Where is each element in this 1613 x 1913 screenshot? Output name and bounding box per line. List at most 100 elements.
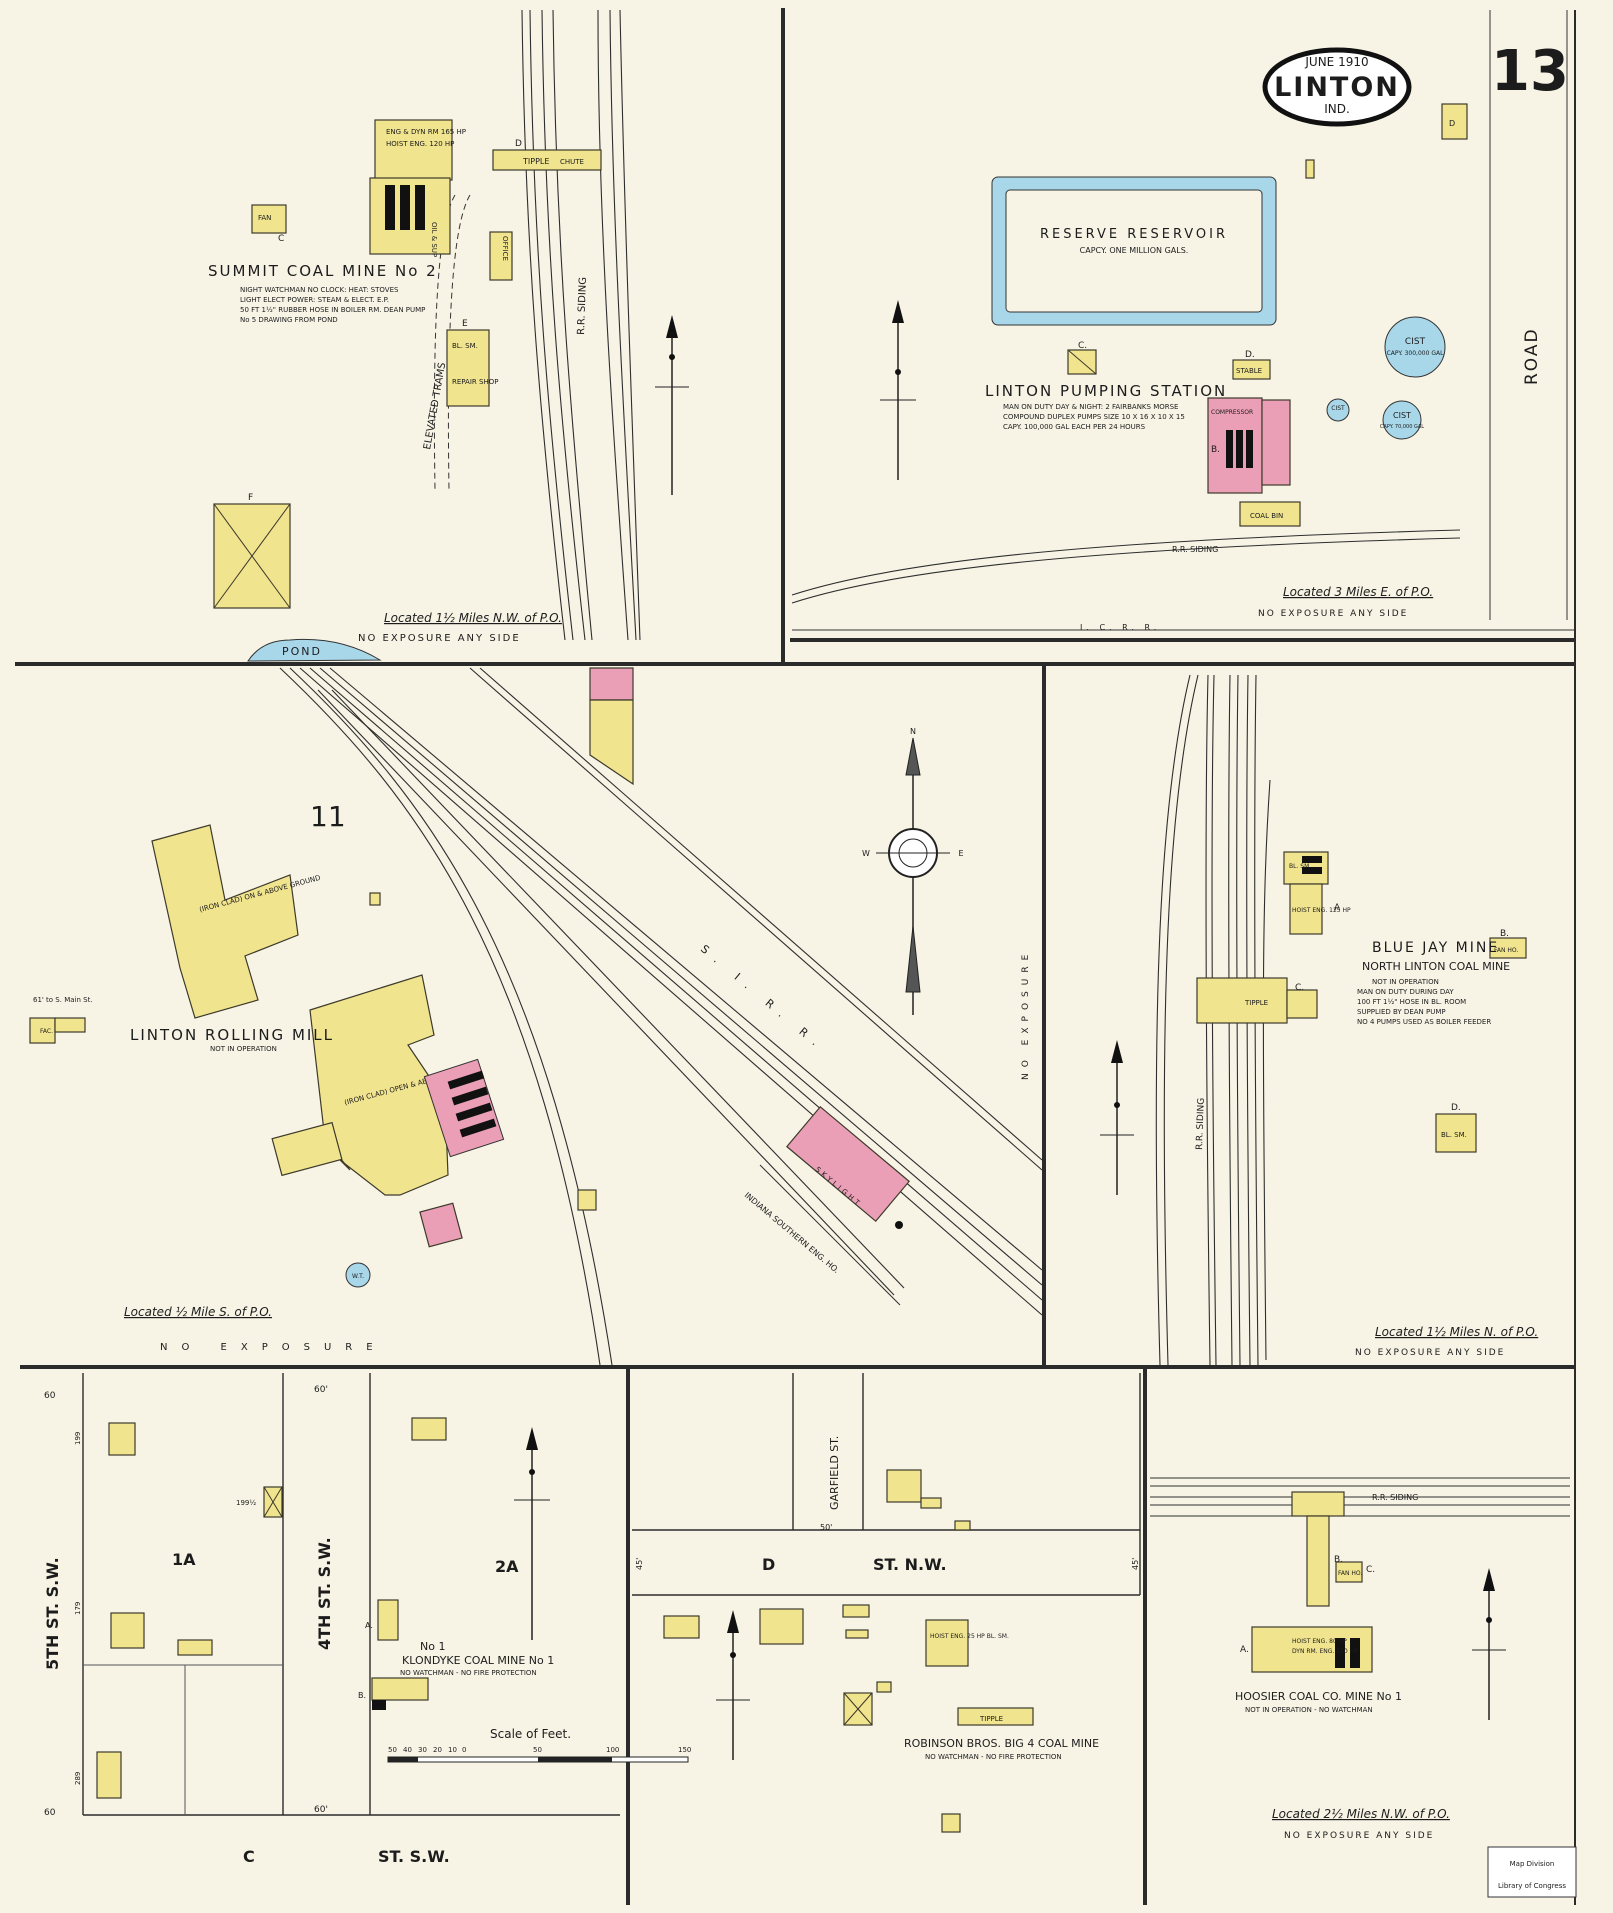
pumping-exposure: NO EXPOSURE ANY SIDE	[1258, 609, 1408, 619]
scale-bar: Scale of Feet. 50 40 30 20 10 0 50 100 1…	[387, 1727, 691, 1763]
cistern-small-label: CIST	[1331, 405, 1345, 412]
lot-179: 179	[74, 1602, 82, 1615]
hoosier-panel: R.R. SIDING B. FAN HO. C. HOIST ENG. 80 …	[1150, 1477, 1570, 1841]
pumping-title: LINTON PUMPING STATION	[985, 382, 1227, 400]
summit-hoist-label: HOIST ENG. 120 HP	[386, 140, 454, 148]
block-2a: 2A	[495, 1557, 519, 1576]
dim-60-a: 60	[44, 1391, 56, 1401]
dwelling	[886, 1469, 922, 1503]
svg-text:40: 40	[403, 1746, 412, 1754]
klondyke-title: KLONDYKE COAL MINE No 1	[402, 1654, 554, 1667]
svg-text:150: 150	[678, 1746, 691, 1754]
dwelling	[96, 1751, 122, 1799]
cistern-medium-cap: CAPY. 70,000 GAL	[1380, 424, 1424, 430]
engine-house-label: INDIANA SOUTHERN ENG. HO.	[743, 1191, 841, 1275]
garfield-st-label: GARFIELD ST.	[828, 1436, 841, 1510]
title-cartouche: JUNE 1910 LINTON IND.	[1262, 47, 1412, 127]
klondyke-notes: NO WATCHMAN - NO FIRE PROTECTION	[400, 1669, 537, 1677]
svg-text:10: 10	[448, 1746, 457, 1754]
rolling-furnaces	[423, 1058, 505, 1158]
bluejay-note-3: 100 FT 1½" HOSE IN BL. ROOM	[1357, 998, 1466, 1006]
fifth-st-label: 5TH ST. S.W.	[43, 1557, 62, 1670]
bluejay-fan-label: FAN HO.	[1494, 947, 1518, 954]
svg-text:C: C	[278, 234, 284, 244]
svg-text:C.: C.	[1078, 341, 1087, 351]
bluejay-blsm-label: BL. SM.	[1289, 863, 1311, 870]
dim-60-c: 60'	[314, 1385, 328, 1395]
klondyke-hoist-house	[371, 1677, 429, 1701]
library-stamp: Map Division Library of Congress	[1487, 1846, 1577, 1898]
summit-office-label: OFFICE	[501, 236, 509, 261]
dim-60-d: 60'	[314, 1805, 328, 1815]
svg-text:20: 20	[433, 1746, 442, 1754]
klondyke-panel: 5TH ST. S.W. 4TH ST. S.W. C ST. S.W. 1A …	[43, 1373, 691, 1866]
town-name: LINTON	[1274, 72, 1400, 103]
robinson-hoist-label: HOIST ENG. 25 HP BL. SM.	[930, 1633, 1009, 1640]
hoosier-title: HOOSIER COAL CO. MINE No 1	[1235, 1690, 1402, 1703]
dwelling	[759, 1608, 804, 1645]
stable-label: STABLE	[1236, 367, 1262, 375]
summit-blsm-label: BL. SM.	[452, 342, 478, 350]
water-tank-label: W.T.	[352, 1273, 364, 1280]
dwelling	[108, 1422, 136, 1456]
svg-text:A: A	[1334, 903, 1341, 913]
hoosier-siding-label: R.R. SIDING	[1372, 1493, 1418, 1502]
summit-exposure: NO EXPOSURE ANY SIDE	[358, 633, 521, 644]
bluejay-note-4: SUPPLIED BY DEAN PUMP	[1357, 1008, 1446, 1016]
hoosier-fan-label: FAN HO.	[1338, 1570, 1362, 1577]
summit-fan-house	[251, 204, 287, 234]
klondyke-title-no: No 1	[420, 1640, 445, 1653]
compass-n: N	[910, 727, 916, 736]
north-arrow	[716, 1610, 750, 1760]
lot-199-half: 199½	[236, 1499, 256, 1507]
c-st-suffix-label: ST. S.W.	[378, 1847, 450, 1866]
summit-tipple-label: TIPPLE	[522, 157, 549, 166]
hoosier-tracks	[1150, 1477, 1570, 1517]
summit-engine-house	[374, 119, 453, 181]
pumping-siding-label: R.R. SIDING	[1172, 545, 1218, 554]
bluejay-tipple-label: TIPPLE	[1244, 999, 1268, 1007]
cistern-large-label: CIST	[1405, 337, 1426, 347]
svg-text:D: D	[515, 139, 522, 149]
robinson-tipple	[957, 1707, 1034, 1726]
d-st-label: D	[762, 1555, 775, 1574]
bluejay-tipple	[1196, 977, 1288, 1024]
svg-text:B.: B.	[1211, 445, 1220, 455]
dim-50: 50'	[820, 1523, 832, 1532]
water-tank	[345, 1262, 371, 1288]
rolling-mill-panel: S. I. R. R. 11 (IRON CLAD) ON & ABOVE GR…	[29, 667, 1043, 1366]
hoosier-notes: NOT IN OPERATION - NO WATCHMAN	[1245, 1706, 1373, 1714]
summit-chute-label: CHUTE	[560, 158, 584, 166]
rolling-mill-status: NOT IN OPERATION	[210, 1045, 277, 1053]
dim-45-a: 45'	[635, 1558, 644, 1570]
cistern-large-cap: CAPY. 300,000 GAL	[1387, 350, 1445, 357]
svg-text:50: 50	[388, 1746, 397, 1754]
pumping-note-2: COMPOUND DUPLEX PUMPS SIZE 10 X 16 X 10 …	[1003, 413, 1185, 421]
pumping-station-panel: RESERVE RESERVOIR CAPCY. ONE MILLION GAL…	[791, 10, 1575, 632]
svg-text:E: E	[462, 319, 468, 329]
bluejay-fan-house	[1489, 937, 1527, 959]
blue-jay-panel: R.R. SIDING TIPPLE C. BL. SM. HOIST ENG.…	[1100, 674, 1538, 1366]
klondyke-supply-house	[377, 1599, 399, 1641]
rolling-shed	[589, 699, 634, 786]
svg-text:C.: C.	[1295, 983, 1304, 993]
iron-clad-building-1	[151, 824, 299, 1019]
summit-fan-label: FAN	[258, 214, 271, 222]
compass-e: E	[958, 849, 963, 858]
cistern-large	[1384, 316, 1446, 378]
reservoir-title: RESERVE RESERVOIR	[1040, 227, 1228, 242]
fac-label: FAC.	[40, 1028, 53, 1035]
block-1a: 1A	[172, 1550, 196, 1569]
map-date: JUNE 1910	[1304, 55, 1368, 69]
dwelling	[411, 1417, 447, 1441]
rolling-location: Located ½ Mile S. of P.O.	[124, 1305, 272, 1319]
road-dwelling	[1441, 103, 1468, 140]
bluejay-hoist-house	[1289, 883, 1323, 935]
svg-text:100: 100	[606, 1746, 619, 1754]
pond	[247, 638, 382, 662]
rolling-mill-title: LINTON ROLLING MILL	[130, 1026, 334, 1044]
state-abbr: IND.	[1324, 102, 1350, 116]
summit-engine-label: ENG & DYN RM 165 HP	[386, 128, 466, 136]
north-arrow	[1100, 1040, 1134, 1195]
summit-title: SUMMIT COAL MINE No 2	[208, 262, 438, 280]
